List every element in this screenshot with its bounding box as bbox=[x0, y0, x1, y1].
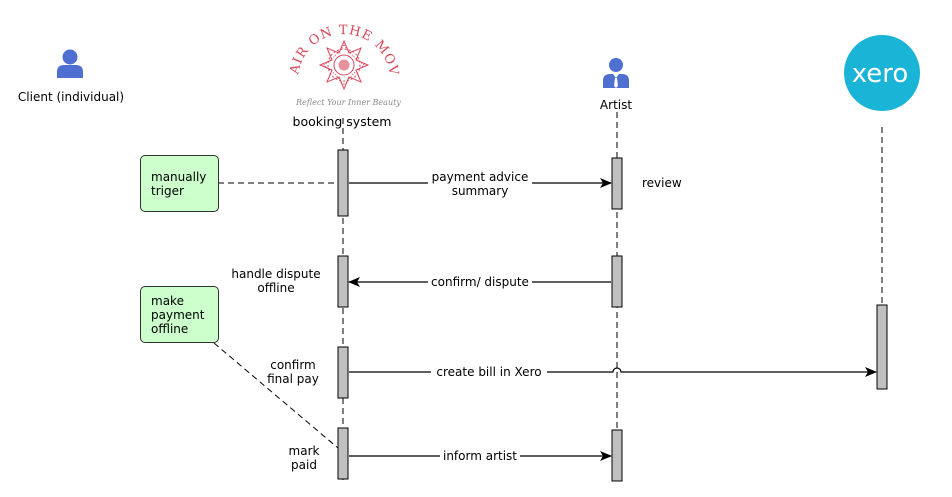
note-line: make bbox=[151, 293, 184, 308]
note-line: offline bbox=[151, 321, 189, 336]
activation-bar bbox=[611, 255, 623, 308]
activation-label-handle-dispute: handle dispute offline bbox=[226, 267, 326, 295]
activation-label-line: mark bbox=[288, 444, 320, 458]
activation-label-line: offline bbox=[257, 281, 295, 295]
activation-bar bbox=[611, 429, 623, 482]
activation-bar bbox=[337, 346, 349, 399]
xero-logo: xero bbox=[844, 35, 920, 111]
message-label-line: payment advice bbox=[431, 170, 529, 184]
activation-bar bbox=[611, 157, 623, 210]
message-label-create-bill: create bill in Xero bbox=[431, 365, 547, 379]
note-line: triger bbox=[151, 183, 184, 198]
business-person-icon bbox=[603, 58, 629, 88]
note-line: manually bbox=[151, 169, 207, 184]
xero-logo-text: xero bbox=[852, 59, 909, 89]
activation-bar bbox=[337, 427, 349, 480]
message-label-confirm-dispute: confirm/ dispute bbox=[428, 275, 532, 289]
person-icon bbox=[57, 49, 83, 78]
message-label-inform-artist: inform artist bbox=[440, 449, 520, 463]
message-line-create-bill bbox=[349, 367, 877, 377]
logo-tagline: Reflect Your Inner Beauty bbox=[296, 98, 401, 107]
activation-bar bbox=[337, 149, 349, 217]
participant-client-label: Client (individual) bbox=[17, 90, 125, 104]
note-line: payment bbox=[151, 307, 205, 322]
activation-label-review: review bbox=[642, 176, 682, 190]
activation-bar bbox=[337, 255, 349, 308]
note-connector-make-payment bbox=[213, 342, 339, 449]
activation-bar bbox=[876, 304, 888, 390]
activation-label-line: handle dispute bbox=[231, 267, 321, 281]
participant-artist-label: Artist bbox=[598, 98, 634, 112]
message-label-line: summary bbox=[451, 184, 509, 198]
activation-label-line: confirm bbox=[270, 358, 316, 372]
activation-label-confirm-final-pay: confirm final pay bbox=[262, 358, 324, 386]
participant-booking-system-label: booking system bbox=[292, 114, 392, 129]
activation-label-mark-paid: mark paid bbox=[284, 444, 324, 472]
note-make-payment-offline: make payment offline bbox=[140, 286, 219, 343]
activation-label-line: final pay bbox=[267, 372, 319, 386]
note-manually-trigger: manually triger bbox=[140, 155, 219, 212]
message-label-payment-advice: payment advice summary bbox=[428, 170, 532, 198]
activation-label-line: paid bbox=[291, 458, 317, 472]
